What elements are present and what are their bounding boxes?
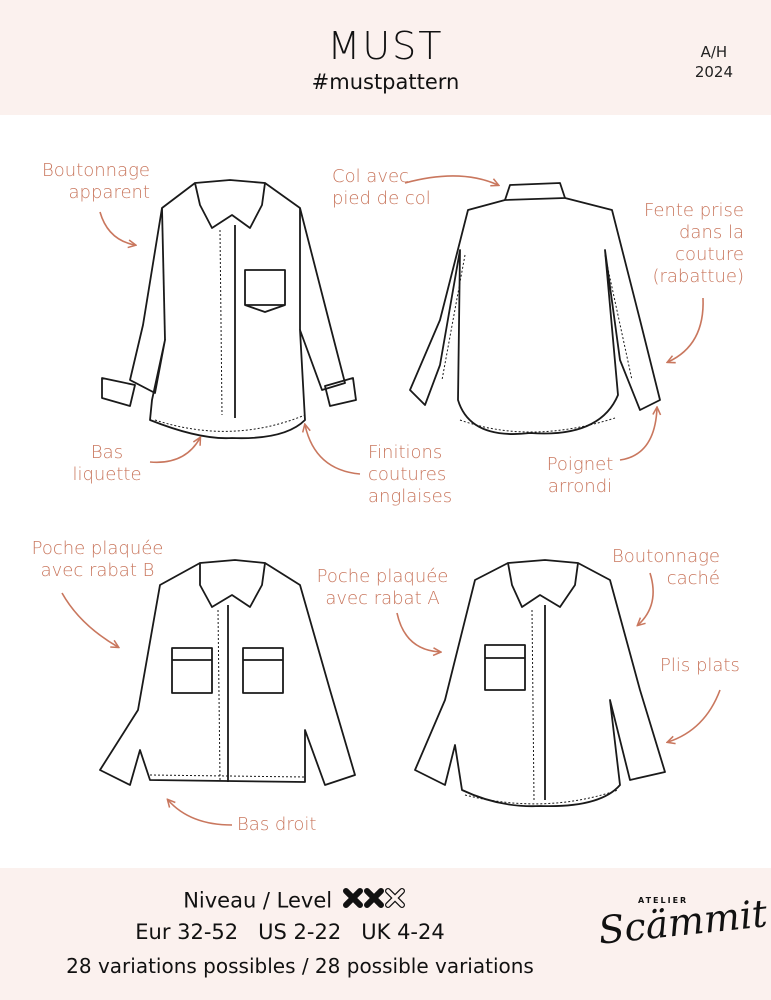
label-finitions: Finitions coutures anglaises bbox=[368, 442, 452, 508]
pattern-title: MUST bbox=[327, 24, 444, 68]
season-badge: A/H 2024 bbox=[695, 42, 733, 82]
label-line: Plis plats bbox=[660, 655, 740, 676]
label-line: Col avec bbox=[332, 166, 409, 187]
label-poche-rabat-b: Poche plaquée avec rabat B bbox=[25, 538, 170, 582]
label-line: Bas droit bbox=[237, 814, 317, 835]
level-filled-x-icon bbox=[342, 888, 363, 908]
label-line: (rabattue) bbox=[652, 266, 744, 287]
label-line: anglaises bbox=[368, 486, 453, 507]
logo-atelier-text: ATELIER bbox=[638, 896, 689, 905]
label-line: coutures bbox=[368, 464, 447, 485]
label-line: Poche plaquée bbox=[31, 538, 164, 559]
label-boutonnage-cache: Boutonnage caché bbox=[600, 546, 720, 590]
label-plis-plats: Plis plats bbox=[660, 655, 740, 677]
label-poignet-arrondi: Poignet arrondi bbox=[535, 454, 625, 498]
label-line: couture bbox=[675, 244, 744, 265]
label-line: avec rabat A bbox=[325, 588, 440, 609]
label-line: pied de col bbox=[332, 188, 431, 209]
level-line: Niveau / Level bbox=[0, 888, 595, 915]
label-line: Poignet bbox=[546, 454, 614, 475]
label-line: caché bbox=[666, 568, 720, 589]
label-line: Bas bbox=[90, 442, 124, 463]
label-line: avec rabat B bbox=[40, 560, 155, 581]
label-col-avec-pied: Col avec pied de col bbox=[332, 166, 431, 210]
label-line: Boutonnage bbox=[42, 160, 150, 181]
level-label: Niveau / Level bbox=[183, 888, 333, 913]
logo-script-text: Scämmit bbox=[596, 891, 770, 953]
hashtag: #mustpattern bbox=[311, 70, 460, 94]
label-line: Boutonnage bbox=[612, 546, 720, 567]
footer-band: Niveau / Level Eur 32-52 US 2-22 UK 4-24… bbox=[0, 868, 771, 1000]
level-filled-x-icon bbox=[363, 888, 384, 908]
header-band: MUST #mustpattern A/H 2024 bbox=[0, 0, 771, 115]
variations-line: 28 variations possibles / 28 possible va… bbox=[66, 954, 534, 978]
label-line: Finitions bbox=[368, 442, 443, 463]
label-line: Poche plaquée bbox=[316, 566, 449, 587]
label-line: liquette bbox=[72, 464, 142, 485]
label-bas-droit: Bas droit bbox=[237, 814, 316, 836]
level-empty-x-icon bbox=[384, 888, 405, 908]
level-rating bbox=[342, 888, 407, 915]
label-line: dans la bbox=[679, 222, 744, 243]
label-boutonnage-apparent: Boutonnage apparent bbox=[20, 160, 150, 204]
label-line: arrondi bbox=[547, 476, 613, 497]
shirt-front-visible-placket-drawing bbox=[101, 179, 357, 440]
season-year: 2024 bbox=[694, 63, 733, 81]
label-line: Fente prise bbox=[644, 200, 744, 221]
sizes-line: Eur 32-52 US 2-22 UK 4-24 bbox=[135, 920, 445, 944]
label-fente: Fente prise dans la couture (rabattue) bbox=[620, 200, 744, 288]
label-poche-rabat-a: Poche plaquée avec rabat A bbox=[310, 566, 455, 610]
atelier-scammit-logo: ATELIER Scämmit bbox=[590, 888, 769, 978]
label-line: apparent bbox=[68, 182, 150, 203]
label-bas-liquette: Bas liquette bbox=[62, 442, 152, 486]
season-label: A/H bbox=[700, 43, 728, 61]
